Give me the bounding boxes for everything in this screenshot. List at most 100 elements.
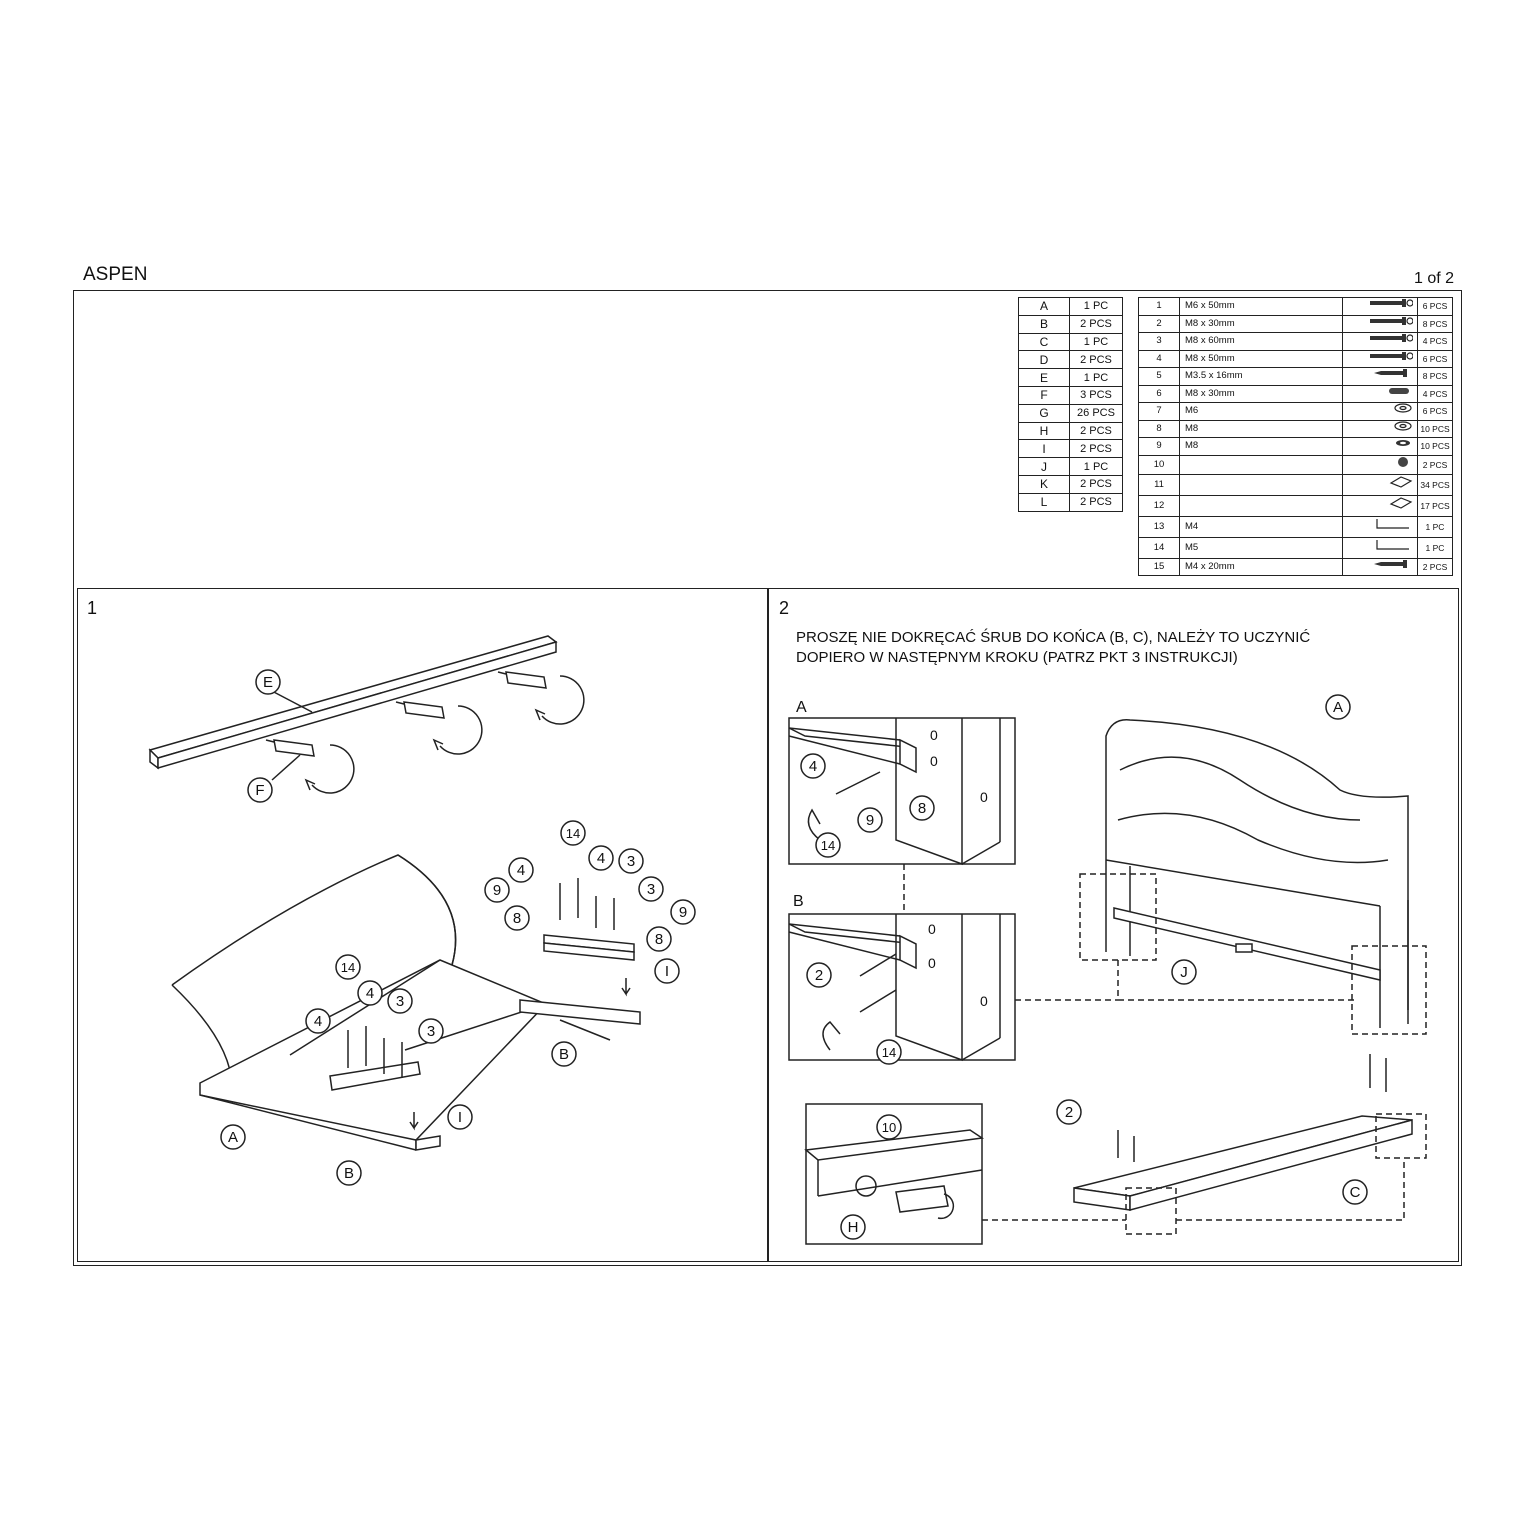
svg-text:4: 4 xyxy=(314,1013,322,1030)
hardware-spec: M5 xyxy=(1179,536,1343,559)
hardware-quantity: 6 PCS xyxy=(1417,402,1453,421)
callout-4-bottom-a: 4 xyxy=(357,980,383,1006)
callout-a-step1: A xyxy=(220,1124,246,1150)
svg-text:14: 14 xyxy=(821,838,835,853)
svg-text:J: J xyxy=(1180,964,1188,981)
hardware-quantity: 8 PCS xyxy=(1417,314,1453,333)
svg-text:C: C xyxy=(1350,1184,1361,1201)
hardware-spec xyxy=(1179,473,1343,496)
hardware-quantity: 6 PCS xyxy=(1417,349,1453,368)
hardware-quantity: 10 PCS xyxy=(1417,437,1453,456)
hardware-number: 13 xyxy=(1138,515,1180,538)
part-letter: D xyxy=(1018,350,1070,370)
hardware-number: 7 xyxy=(1138,402,1180,421)
detail-a-box xyxy=(788,717,1016,866)
callout-3-top-a: 3 xyxy=(618,848,644,874)
headboard-a xyxy=(171,854,641,1151)
hardware-spec: M8 x 30mm xyxy=(1179,384,1343,403)
plate-i-top xyxy=(543,934,635,961)
part-letter: A xyxy=(1018,297,1070,316)
callout-4-top-a: 4 xyxy=(508,857,534,883)
hardware-spec xyxy=(1179,494,1343,517)
block-f-3 xyxy=(497,671,585,725)
washer-icon xyxy=(1342,402,1418,421)
long-bolt-icon xyxy=(1342,349,1418,368)
hardware-spec: M8 xyxy=(1179,437,1343,456)
callout-3-bottom-b: 3 xyxy=(418,1018,444,1044)
callout-i-top: I xyxy=(654,958,680,984)
plate-icon xyxy=(1342,494,1418,517)
hardware-number: 12 xyxy=(1138,494,1180,517)
callout-3-top-b: 3 xyxy=(638,876,664,902)
hardware-number: 11 xyxy=(1138,473,1180,496)
svg-text:0: 0 xyxy=(930,753,938,769)
long-bolt-icon xyxy=(1342,314,1418,333)
part-quantity: 1 PC xyxy=(1069,332,1123,352)
callout-14-top: 14 xyxy=(560,820,586,846)
step-2-note: PROSZĘ NIE DOKRĘCAĆ ŚRUB DO KOŃCA (B, C)… xyxy=(796,628,1436,668)
hardware-spec: M3.5 x 16mm xyxy=(1179,367,1343,386)
svg-text:3: 3 xyxy=(647,881,655,898)
document-title: ASPEN xyxy=(83,264,148,285)
svg-text:10: 10 xyxy=(882,1120,896,1135)
hardware-number: 9 xyxy=(1138,437,1180,456)
callout-h: H xyxy=(840,1214,866,1240)
callout-e: E xyxy=(255,669,281,695)
step-2-note-line-2: DOPIERO W NASTĘPNYM KROKU (PATRZ PKT 3 I… xyxy=(796,649,1238,666)
part-letter: I xyxy=(1018,439,1070,459)
part-quantity: 2 PCS xyxy=(1069,350,1123,370)
svg-text:I: I xyxy=(665,963,669,980)
hardware-number: 3 xyxy=(1138,332,1180,351)
hardware-spec: M8 xyxy=(1179,419,1343,438)
svg-text:9: 9 xyxy=(866,812,874,829)
hardware-spec: M6 x 50mm xyxy=(1179,297,1343,316)
hardware-spec: M6 xyxy=(1179,402,1343,421)
hardware-number: 14 xyxy=(1138,536,1180,559)
hardware-number: 8 xyxy=(1138,419,1180,438)
callout-9-top-a: 9 xyxy=(484,877,510,903)
rail-e xyxy=(148,635,558,770)
svg-text:14: 14 xyxy=(341,960,355,975)
svg-text:4: 4 xyxy=(366,985,374,1002)
long-bolt-icon xyxy=(1342,297,1418,316)
svg-text:14: 14 xyxy=(566,826,580,841)
hardware-spec: M8 x 60mm xyxy=(1179,332,1343,351)
barrel-nut-icon xyxy=(1342,384,1418,403)
svg-text:I: I xyxy=(458,1109,462,1126)
detail-b-label: B xyxy=(793,893,804,910)
callout-f: F xyxy=(247,777,273,803)
hardware-quantity: 4 PCS xyxy=(1417,332,1453,351)
svg-text:2: 2 xyxy=(1065,1104,1073,1121)
part-quantity: 2 PCS xyxy=(1069,492,1123,512)
allen-key-icon xyxy=(1342,536,1418,559)
allen-key-icon xyxy=(1342,515,1418,538)
callout-a-step2: A xyxy=(1325,694,1351,720)
svg-text:3: 3 xyxy=(396,993,404,1010)
hardware-quantity: 6 PCS xyxy=(1417,297,1453,316)
callout-2-b: 2 xyxy=(806,962,832,988)
part-letter: K xyxy=(1018,474,1070,494)
svg-text:3: 3 xyxy=(627,853,635,870)
callout-9-step2: 9 xyxy=(857,807,883,833)
wood-screw-icon xyxy=(1342,367,1418,386)
wood-screw-icon xyxy=(1342,557,1418,576)
callout-9-top-b: 9 xyxy=(670,899,696,925)
svg-text:E: E xyxy=(263,674,273,691)
t-nut-icon xyxy=(1342,454,1418,475)
step-2-diagram: A B 4 9 8 14 2 14 A J 10 H 2 C 0 0 0 0 0… xyxy=(788,694,1427,1245)
hardware-quantity: 17 PCS xyxy=(1417,494,1453,517)
hardware-quantity: 8 PCS xyxy=(1417,367,1453,386)
hardware-number: 1 xyxy=(1138,297,1180,316)
part-quantity: 1 PC xyxy=(1069,368,1123,387)
